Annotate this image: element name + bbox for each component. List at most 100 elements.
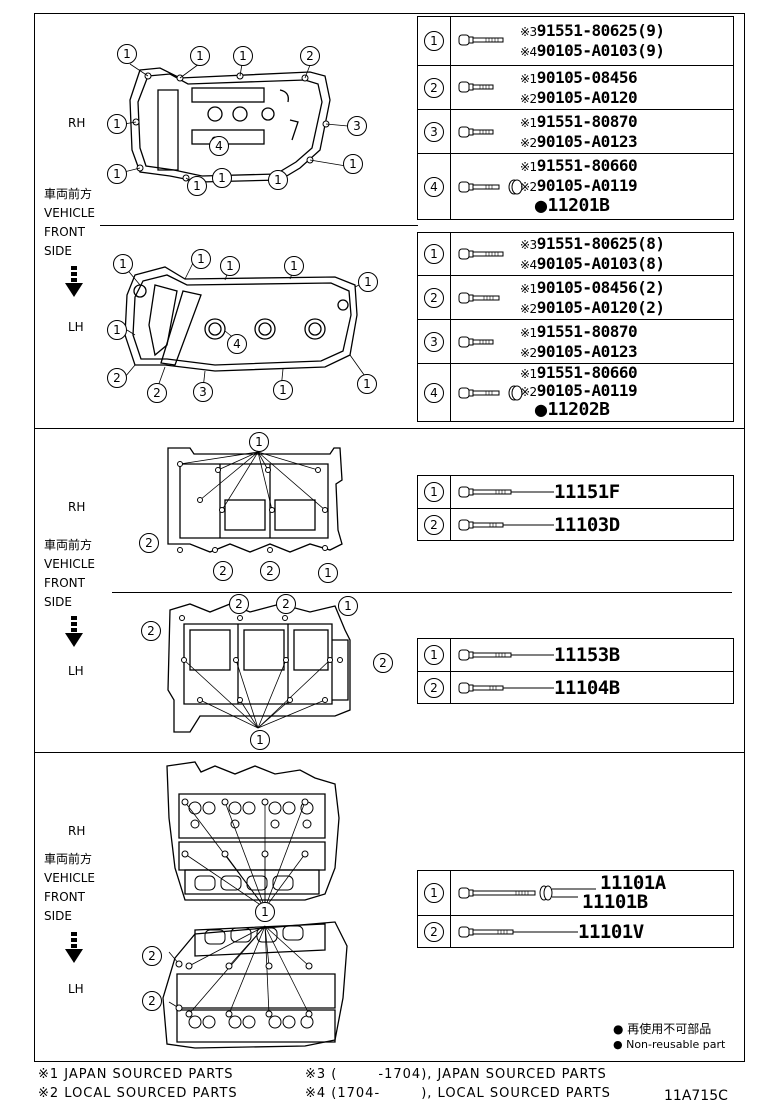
callout-cam-lh3: 1 [338,596,358,616]
part-number: 11201B [547,195,610,216]
source-mark: ※2 [520,302,537,316]
source-mark: ※2 [520,385,537,399]
source-mark: ※2 [520,92,537,106]
bolt-icon [458,682,554,694]
table-row: 1 ※391551-80625(9) ※490105-A0103(9) [418,17,733,65]
lh-rh-divider-2 [112,592,732,593]
callout-rh6: 3 [347,116,367,136]
lh-label-2: LH [68,664,84,678]
table-row: 3 ※191551-80870 ※290105-A0123 [418,319,733,364]
rh-cover-bolt-table: 1 ※391551-80625(9) ※490105-A0103(9) 2 ※1… [417,16,734,220]
bolt-icon [458,126,494,138]
lh-rh-divider-1 [100,225,418,226]
part-number: 90105-A0120(2) [536,298,665,317]
table-row: 2 ※190105-08456 ※290105-A0120 [418,65,733,110]
row-number: 1 [424,244,444,264]
legend-non-reusable-en: ● Non-reusable part [613,1038,726,1051]
source-mark: ※1 [520,116,537,130]
section-divider-1 [34,428,745,429]
callout-lh1: 1 [113,254,133,274]
callout-rh2: 1 [190,46,210,66]
table-row: 1 11101A 11101B [418,871,733,915]
rh-label-2: RH [68,500,86,514]
row-number: 1 [424,482,444,502]
row-number: 1 [424,883,444,903]
footnote-2: ※2 LOCAL SOURCED PARTS [38,1086,238,1101]
table-row: 1 ※391551-80625(8) ※490105-A0103(8) [418,233,733,275]
footnote-1: ※1 JAPAN SOURCED PARTS [38,1067,234,1082]
vehicle-front-label-1: 車両前方 VEHICLE FRONT SIDE [44,185,95,261]
part-number: 90105-A0103(8) [536,254,665,273]
callout-lh5: 1 [358,272,378,292]
part-number: 91551-80660 [536,156,638,175]
bolt-with-washer-icon [458,885,596,901]
non-reusable-mark: ● [534,400,548,419]
section-divider-2 [34,752,745,753]
row-number: 2 [424,922,444,942]
callout-rh5: 1 [107,114,127,134]
row-number: 1 [424,645,444,665]
part-number: 90105-A0123 [536,132,638,151]
row-number: 4 [424,383,444,403]
callout-lh2: 1 [191,249,211,269]
callout-cam-rh5: 1 [318,563,338,583]
source-mark: ※3 [520,238,537,252]
callout-lh6: 1 [107,320,127,340]
front-en-2: FRONT [44,576,85,590]
row-number: 2 [424,678,444,698]
front-en-3: SIDE [44,909,72,923]
part-number: 90105-A0119 [536,176,638,195]
callout-head-2b: 2 [142,991,162,1011]
row-number: 2 [424,78,444,98]
bolt-icon [458,292,500,304]
part-number: 11104B [554,677,620,699]
front-jp: 車両前方 [44,852,93,866]
part-number: 91551-80870 [536,322,638,341]
source-mark: ※2 [520,136,537,150]
callout-cam-lh2: 2 [276,594,296,614]
callout-lh3: 1 [220,256,240,276]
legend-non-reusable-jp: ● 再使用不可部品 [613,1022,712,1036]
source-mark: ※4 [520,45,537,59]
lh-cam-housing-drawing [167,603,351,733]
part-number: 90105-A0103(9) [536,41,665,60]
table-row: 3 ※191551-80870 ※290105-A0123 [418,109,733,154]
callout-head-1: 1 [255,902,275,922]
source-mark: ※1 [520,282,537,296]
source-mark: ※4 [520,258,537,272]
part-number: 90105-08456 [536,68,638,87]
callout-cam-lh4: 2 [141,621,161,641]
rh-cam-bolt-table: 1 11151F 2 11103D [417,475,734,541]
front-jp: 車両前方 [44,538,93,552]
rh-cam-housing-drawing [167,447,343,553]
lh-cover-bolt-table: 1 ※391551-80625(8) ※490105-A0103(8) 2 ※1… [417,232,734,422]
source-mark: ※1 [520,326,537,340]
front-en-1: VEHICLE [44,871,95,885]
callout-cam-lh5: 2 [373,653,393,673]
table-row: 2 11101V [418,915,733,948]
source-mark: ※3 [520,25,537,39]
callout-rh3: 1 [233,46,253,66]
callout-lh9: 2 [147,383,167,403]
front-arrow-icon [65,932,83,963]
front-jp: 車両前方 [44,187,93,201]
callout-cam-rh1: 1 [249,432,269,452]
part-number: 91551-80870 [536,112,638,131]
source-mark: ※2 [520,346,537,360]
part-number: 90105-A0123 [536,342,638,361]
bolt-icon [458,34,504,46]
callout-cam-rh4: 2 [260,561,280,581]
row-number: 1 [424,31,444,51]
callout-lh11: 1 [273,380,293,400]
part-number: 11101A [600,872,666,894]
callout-rh7: 4 [209,136,229,156]
callout-lh10: 3 [193,382,213,402]
part-number: 11202B [547,399,610,420]
part-number: 91551-80625(8) [536,234,665,253]
front-en-3: SIDE [44,595,72,609]
part-number: 91551-80660 [536,363,638,382]
head-bolt-table: 1 11101A 11101B 2 11101V [417,870,734,948]
part-number: 11103D [554,514,620,536]
diagram-code: 11A715C [664,1088,728,1104]
part-number: 11153B [554,644,620,666]
